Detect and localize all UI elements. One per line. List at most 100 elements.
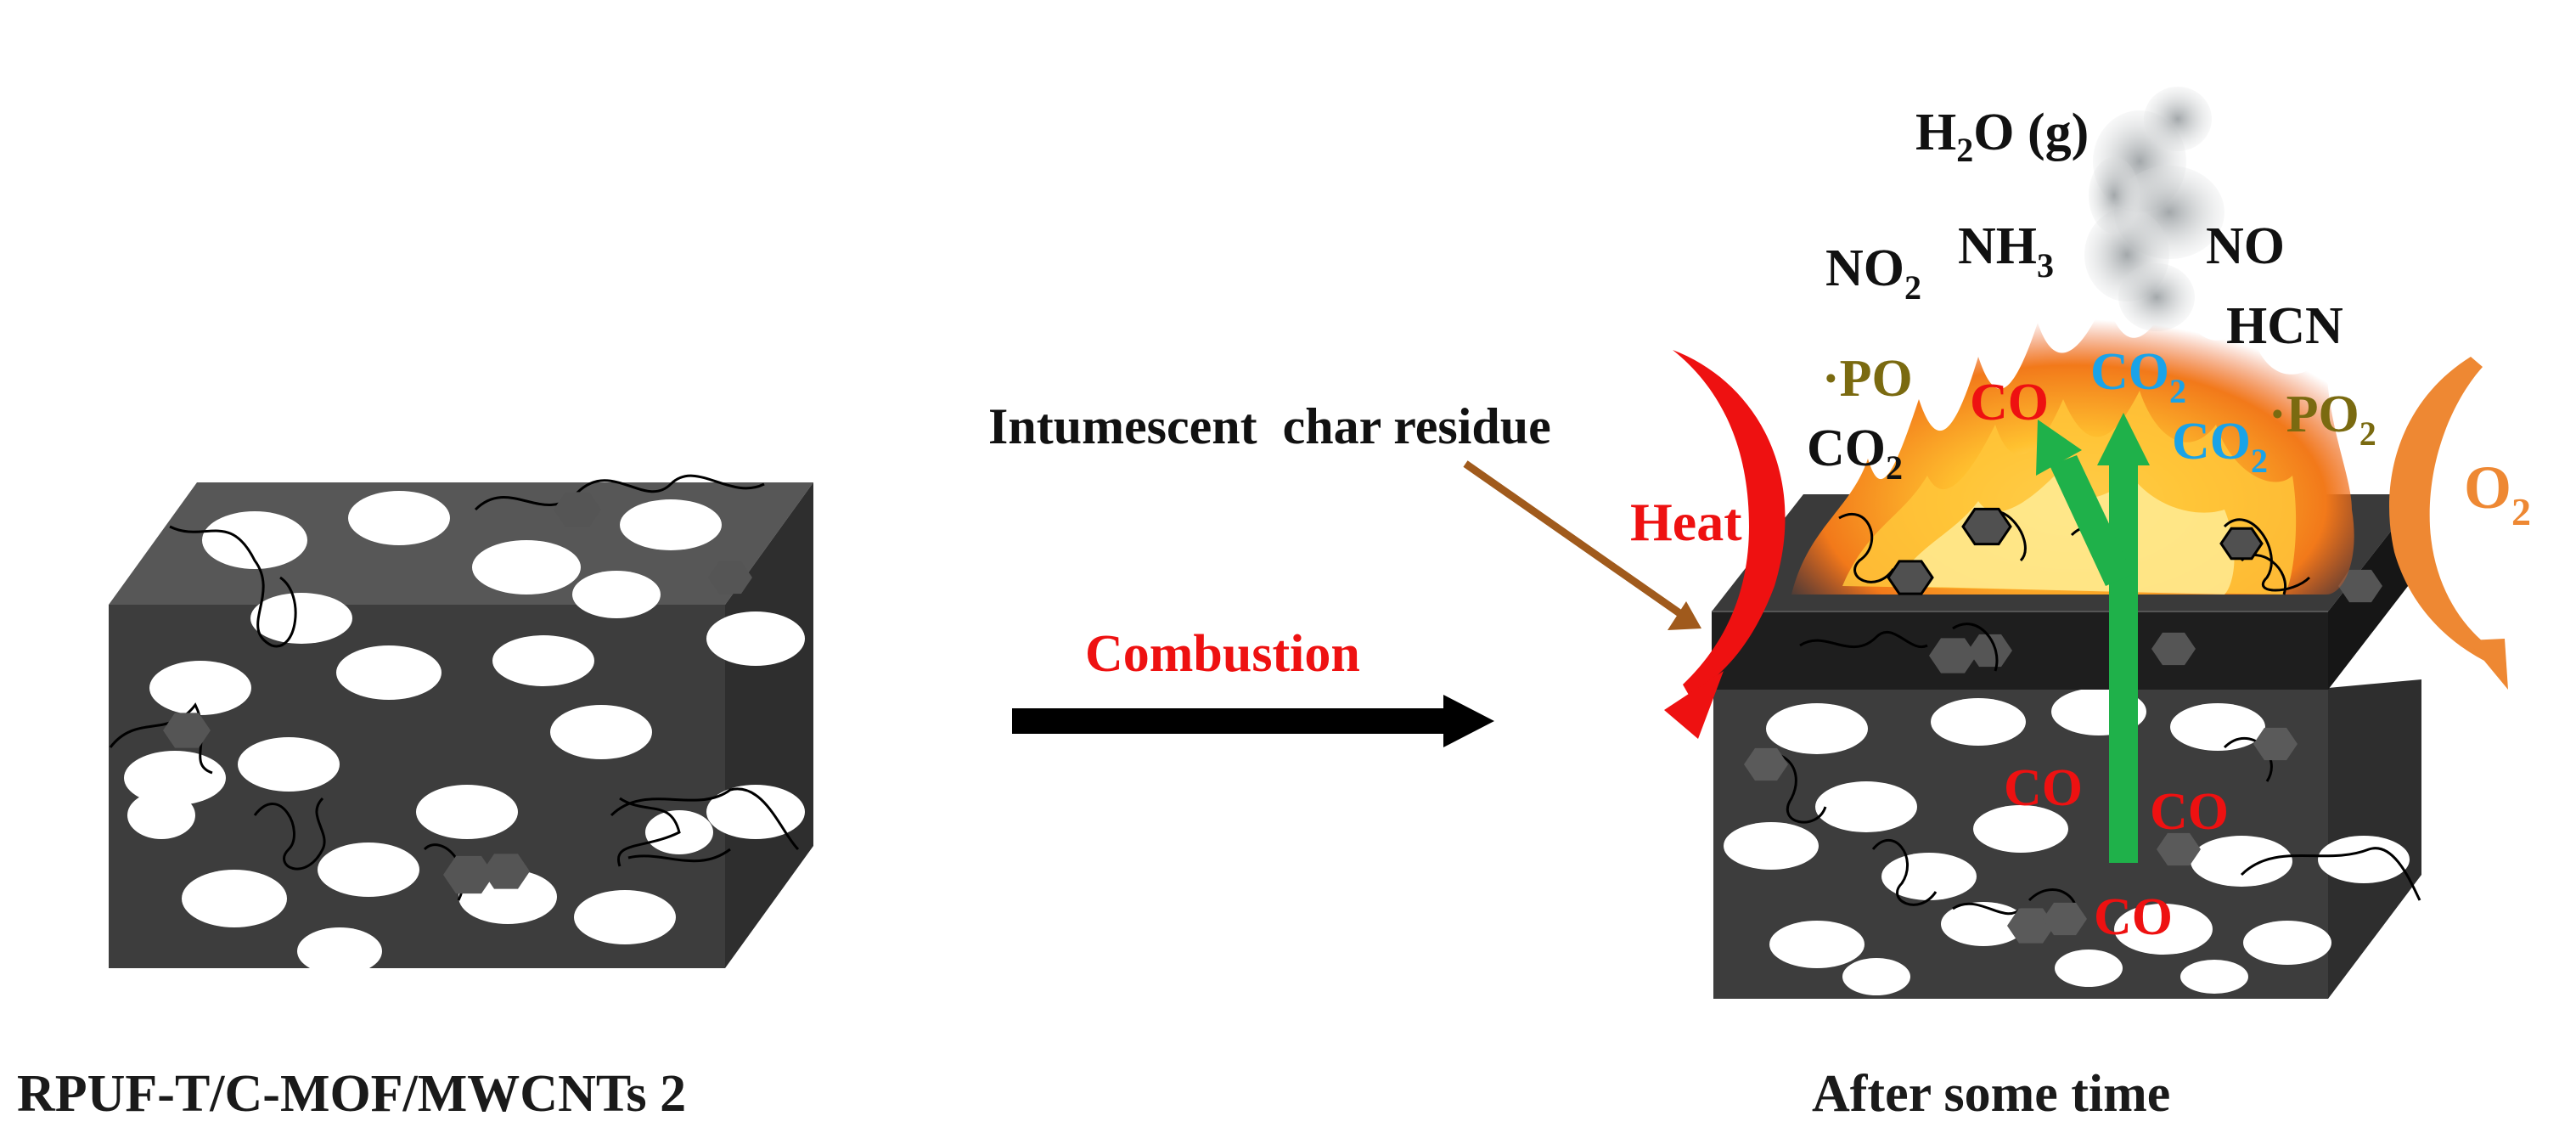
pore bbox=[127, 792, 195, 839]
fiber-strand bbox=[610, 787, 800, 851]
gas-co-1: CO bbox=[2004, 759, 2083, 817]
pore bbox=[572, 571, 661, 618]
mof-hexagon bbox=[2253, 727, 2298, 761]
char-fibers bbox=[1799, 623, 1999, 672]
pore bbox=[238, 737, 340, 792]
pore bbox=[2243, 921, 2331, 965]
gas-hcn: HCN bbox=[2226, 297, 2343, 355]
burnt-mof-particles bbox=[1744, 727, 2298, 944]
fiber-strand bbox=[2240, 847, 2421, 901]
gas-h2o: H2O (g) bbox=[1915, 104, 2089, 169]
pore bbox=[318, 843, 419, 897]
gas-co-top: CO bbox=[1970, 374, 2049, 431]
fiber-strand bbox=[169, 525, 297, 648]
gas-po: ·PO bbox=[1822, 350, 1913, 408]
pore bbox=[336, 645, 442, 700]
fiber-strand bbox=[474, 474, 765, 511]
heat-arrow bbox=[1664, 350, 1786, 739]
pore bbox=[2180, 960, 2248, 994]
gas-no: NO bbox=[2206, 217, 2285, 275]
pore bbox=[416, 785, 518, 839]
pore bbox=[1881, 853, 1977, 900]
pore bbox=[297, 927, 382, 975]
heat-label: Heat bbox=[1630, 492, 1742, 552]
foam-pores bbox=[124, 491, 805, 975]
char-residue-label: Intumescent char residue bbox=[988, 398, 1551, 454]
mof-hexagon bbox=[554, 492, 601, 527]
pore bbox=[2170, 703, 2265, 751]
pore bbox=[1973, 805, 2068, 853]
fiber-strand bbox=[616, 797, 681, 867]
mof-hexagon bbox=[1744, 747, 1788, 781]
pore bbox=[1842, 958, 1910, 995]
fiber-strand bbox=[109, 702, 213, 775]
oxygen-arrow bbox=[2389, 357, 2508, 690]
gas-po2: ·PO2 bbox=[2269, 386, 2376, 453]
pore bbox=[706, 611, 805, 666]
pore bbox=[202, 511, 307, 569]
left-caption: RPUF-T/C-MOF/MWCNTs 2 bbox=[17, 1065, 686, 1123]
mof-hexagon bbox=[443, 855, 494, 894]
mof-hexagon bbox=[1961, 507, 2012, 546]
mof-hexagon bbox=[2338, 569, 2382, 603]
mof-hexagon bbox=[2151, 632, 2196, 666]
foam-side-face bbox=[725, 482, 813, 968]
fiber-strand bbox=[2223, 518, 2311, 592]
gas-co2-blue-1: CO2 bbox=[2090, 343, 2186, 410]
green-arrow-main bbox=[2109, 459, 2138, 863]
pore bbox=[1766, 703, 1868, 754]
pore bbox=[550, 705, 652, 759]
pore bbox=[149, 661, 251, 715]
mof-hexagon bbox=[708, 561, 752, 595]
pore bbox=[620, 499, 722, 550]
mof-hexagon bbox=[1929, 638, 1977, 673]
fiber-strand bbox=[253, 797, 326, 871]
gas-no2: NO2 bbox=[1825, 240, 1921, 307]
pore bbox=[472, 540, 581, 595]
pore bbox=[1769, 921, 1865, 968]
gas-escape-arrows bbox=[2036, 413, 2150, 863]
pore bbox=[574, 890, 676, 944]
pore bbox=[2114, 904, 2213, 955]
pore bbox=[2318, 836, 2410, 883]
water-vapor-smoke bbox=[2084, 87, 2224, 331]
pore bbox=[706, 785, 805, 839]
pore bbox=[182, 870, 287, 927]
fiber-strand bbox=[1952, 902, 2022, 916]
fiber-strand bbox=[1838, 512, 1895, 583]
fiber-strand bbox=[627, 848, 731, 863]
pore bbox=[348, 491, 450, 545]
gas-co-3: CO bbox=[2094, 888, 2173, 946]
pore bbox=[250, 593, 352, 644]
mof-hexagon bbox=[163, 713, 211, 748]
gas-co2-blue-2: CO2 bbox=[2172, 413, 2268, 480]
gas-co-2: CO bbox=[2150, 783, 2229, 841]
mof-hexagon bbox=[1968, 634, 2012, 668]
gas-nh3: NH3 bbox=[1958, 217, 2054, 285]
pore bbox=[2055, 950, 2123, 987]
fiber-strand bbox=[1952, 623, 1999, 672]
oxygen-label: O2 bbox=[2464, 454, 2531, 533]
mof-hexagon bbox=[2219, 527, 2264, 561]
pore bbox=[1724, 822, 1819, 870]
pore bbox=[492, 635, 594, 686]
green-arrow-branch bbox=[2050, 455, 2133, 586]
gas-co2-black: CO2 bbox=[1807, 420, 1903, 487]
char-layer-front bbox=[1712, 611, 2328, 690]
pore bbox=[1815, 781, 1917, 832]
right-caption: After some time bbox=[1812, 1065, 2170, 1123]
mof-particles bbox=[163, 492, 752, 894]
mof-hexagon bbox=[2157, 832, 2201, 866]
mof-hexagon bbox=[482, 854, 530, 889]
pore bbox=[1931, 698, 2026, 746]
fiber-strand bbox=[1799, 630, 1928, 649]
combustion-label: Combustion bbox=[1085, 625, 1360, 683]
pristine-foam-block bbox=[109, 474, 813, 975]
surface-fibers bbox=[1838, 507, 2311, 595]
pore bbox=[2191, 836, 2292, 887]
char-mof-particles bbox=[1929, 569, 2382, 673]
carbon-nanotube-fibers bbox=[109, 474, 800, 901]
combustion-process-arrow bbox=[1012, 695, 1494, 747]
